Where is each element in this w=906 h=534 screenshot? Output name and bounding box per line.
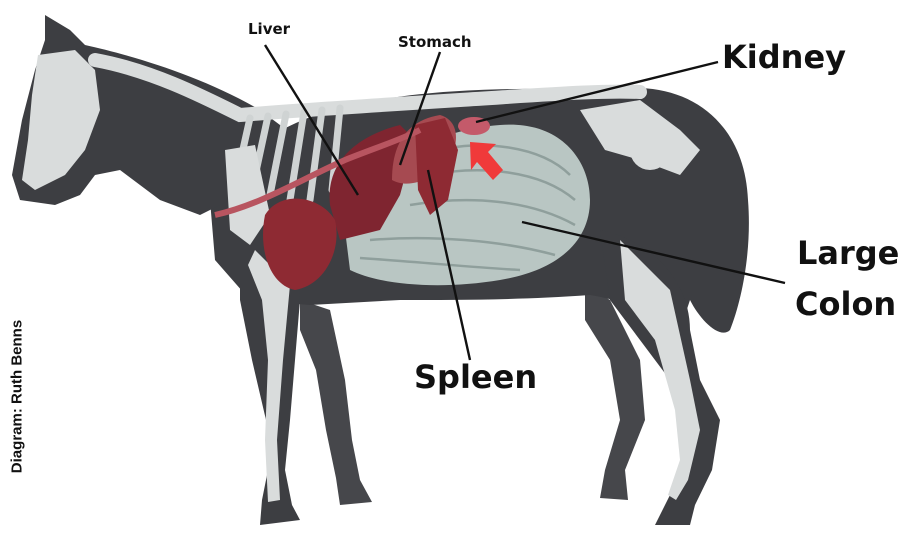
large-colon-label-line1: Large [797,234,899,272]
horse-illustration [12,15,749,525]
hip-joint [630,130,670,170]
liver-label: Liver [248,20,290,38]
far-front-leg [300,300,372,505]
spleen-label: Spleen [414,358,537,396]
stomach-label: Stomach [398,33,472,51]
diagram-credit: Diagram: Ruth Benns [9,302,26,492]
large-colon-label-line2: Colon [795,285,896,323]
kidney-label: Kidney [722,38,846,76]
